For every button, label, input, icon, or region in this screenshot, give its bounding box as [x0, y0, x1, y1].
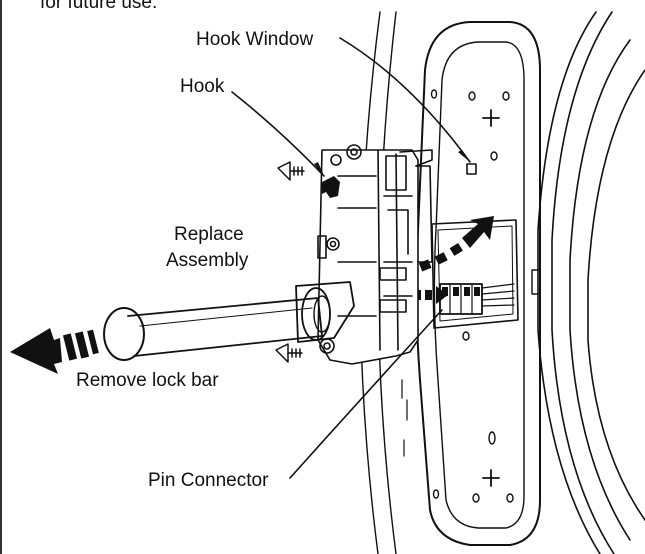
lock-assembly — [317, 144, 433, 365]
plate-plus-marks — [482, 109, 500, 487]
door-outer-rings — [537, 11, 645, 554]
plate-holes — [430, 89, 514, 503]
disconnect-arrow — [418, 216, 494, 272]
hook-leader — [231, 91, 325, 177]
pin-connector-label: Pin Connector — [148, 470, 269, 491]
door-contour-ticks — [401, 379, 408, 457]
replace-assembly-label-line2: Assembly — [166, 250, 249, 271]
connector-wires — [481, 283, 515, 307]
remove-lock-bar-arrow — [10, 328, 99, 374]
screw-top — [277, 161, 305, 181]
screw-bottom — [275, 343, 303, 363]
lock-bar — [103, 281, 355, 361]
pin-connector-leader — [289, 309, 443, 479]
hook-window-label: Hook Window — [196, 29, 313, 50]
replace-assembly-label-line1: Replace — [174, 224, 244, 245]
lock-bar-end-cap — [103, 307, 145, 361]
hook-label: Hook — [180, 76, 225, 97]
door-plate — [415, 21, 541, 546]
header-text: for future use. — [40, 0, 157, 13]
hook-part — [322, 176, 340, 198]
hook-window-leader — [339, 37, 471, 163]
leader-lines — [231, 37, 471, 479]
door-side-tab — [531, 269, 541, 295]
pin-connector — [439, 283, 483, 315]
hook-window — [466, 163, 477, 175]
remove-lock-bar-label: Remove lock bar — [76, 370, 219, 391]
